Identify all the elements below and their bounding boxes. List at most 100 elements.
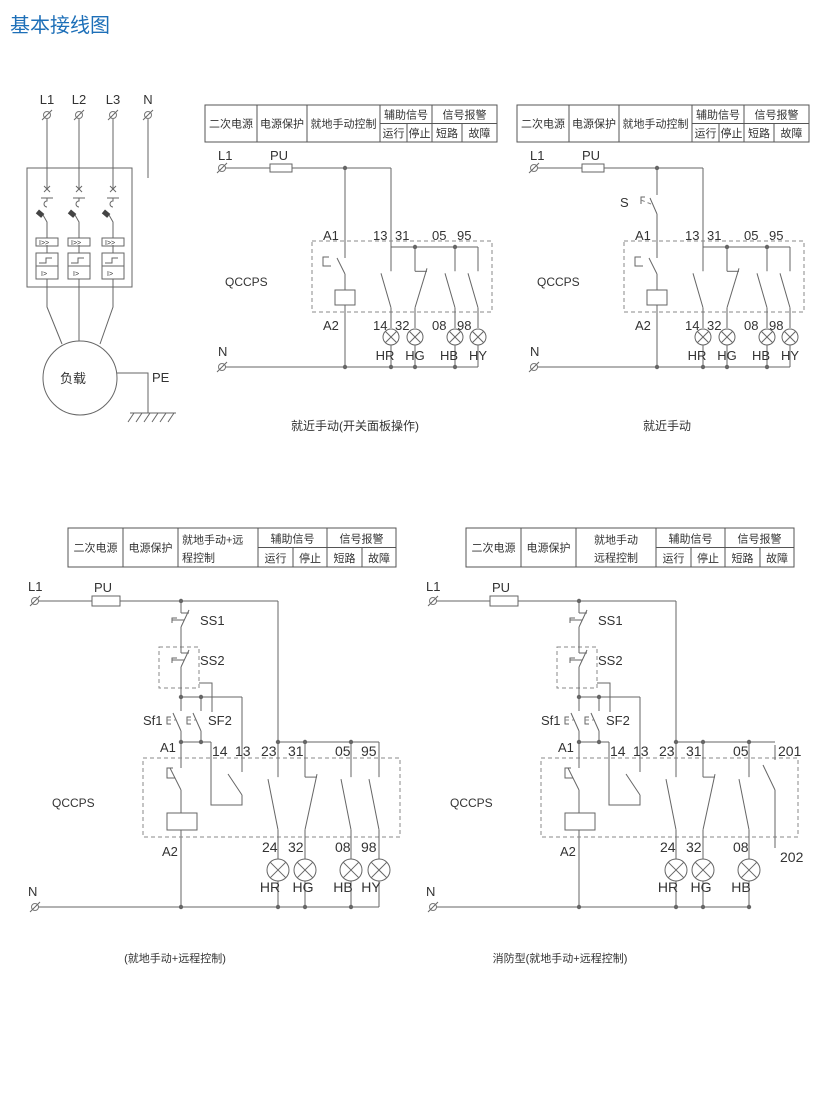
trip-label: I>> — [71, 240, 81, 247]
table-header: 短路 — [732, 551, 754, 565]
wire — [42, 214, 48, 238]
wire — [569, 657, 575, 663]
lamp-label: HB — [731, 879, 750, 895]
wire — [171, 617, 177, 623]
wire — [99, 287, 114, 345]
lamp-label: HR — [688, 348, 707, 363]
wire — [779, 273, 791, 308]
table-header: 辅助信号 — [271, 532, 315, 546]
device-label: QCCPS — [537, 275, 580, 289]
n-label: N — [530, 344, 539, 359]
wire — [784, 331, 796, 343]
terminal-label: 08 — [744, 318, 758, 333]
trip-icon — [75, 198, 80, 208]
table-header: 短路 — [436, 126, 458, 140]
wire — [738, 779, 750, 830]
wire — [75, 185, 83, 193]
trip-label: I> — [41, 271, 47, 278]
junction-dot — [700, 364, 706, 370]
table-header: 信号报警 — [443, 108, 487, 122]
breaker-handle-icon — [35, 209, 45, 218]
fuse-label: PU — [94, 580, 112, 595]
terminal-label: 24 — [262, 839, 278, 855]
terminal-label: 23 — [261, 743, 277, 759]
phase-label: L3 — [106, 92, 120, 107]
diagram-caption: 就近手动(开关面板操作) — [291, 418, 419, 433]
l1-label: L1 — [28, 579, 42, 594]
terminal-label: 05 — [744, 228, 758, 243]
wire — [340, 779, 352, 830]
lamp-label: HB — [333, 879, 352, 895]
wire — [449, 331, 461, 343]
wire — [370, 861, 388, 879]
wire — [296, 861, 314, 879]
terminal-label: 95 — [361, 743, 377, 759]
table-header: 运行 — [695, 127, 717, 140]
button-label: SF2 — [606, 713, 630, 728]
wire — [73, 109, 85, 121]
junction-dot — [388, 364, 394, 370]
junction-dot — [178, 904, 184, 910]
terminal-label: 14 — [373, 318, 387, 333]
terminal-label: 32 — [707, 318, 721, 333]
table-header: 远程控制 — [594, 551, 638, 565]
table-header: 信号报警 — [340, 532, 384, 546]
fuse-label: PU — [270, 148, 288, 163]
lamp-label: HR — [658, 879, 678, 895]
lamp-label: HG — [293, 879, 314, 895]
junction-dot — [342, 364, 348, 370]
button-label: SS1 — [200, 613, 225, 628]
trip-label: I> — [107, 271, 113, 278]
terminal-label: 05 — [432, 228, 446, 243]
wire — [385, 331, 397, 343]
junction-dot — [412, 364, 418, 370]
wire — [528, 162, 540, 174]
terminal-label: 31 — [686, 743, 702, 759]
table-header: 停止 — [409, 126, 431, 140]
table-header: 辅助信号 — [669, 532, 713, 546]
phase-label: L2 — [72, 92, 86, 107]
wire — [322, 256, 331, 267]
table-header: 辅助信号 — [384, 108, 428, 122]
coil-icon — [564, 812, 596, 831]
terminal-icon — [109, 111, 117, 119]
terminal-label: 13 — [633, 743, 649, 759]
wire — [569, 617, 575, 623]
wire — [649, 197, 658, 215]
wire — [29, 595, 41, 607]
wire — [756, 273, 768, 308]
wire — [107, 109, 119, 121]
terminal-label: 13 — [373, 228, 387, 243]
terminal-label: 23 — [659, 743, 675, 759]
fuse-icon — [91, 595, 121, 607]
device-label: QCCPS — [225, 275, 268, 289]
lamp-label: HY — [361, 879, 381, 895]
fuse-icon — [581, 163, 605, 173]
wire — [159, 412, 167, 423]
wire — [634, 256, 643, 267]
wire — [74, 214, 80, 238]
wire — [39, 257, 52, 264]
switch-label: S — [620, 195, 629, 210]
lamp-label: HR — [376, 348, 395, 363]
table-header: 电源保护 — [527, 541, 571, 555]
wire — [694, 861, 712, 879]
wire — [762, 764, 776, 791]
terminal-icon — [144, 111, 152, 119]
terminal-icon — [43, 111, 51, 119]
lamp-label: HG — [691, 879, 712, 895]
wire — [304, 773, 318, 830]
terminal-label: 31 — [707, 228, 721, 243]
wire — [127, 412, 135, 423]
wire — [409, 331, 421, 343]
trip-label: I>> — [105, 240, 115, 247]
table-header: 就地手动控制 — [623, 117, 689, 131]
junction-dot — [302, 904, 308, 910]
button-label: Sf1 — [541, 713, 561, 728]
terminal-label: 98 — [769, 318, 783, 333]
table-header: 停止 — [697, 551, 719, 565]
coil-icon — [166, 812, 198, 831]
wire — [135, 412, 143, 423]
